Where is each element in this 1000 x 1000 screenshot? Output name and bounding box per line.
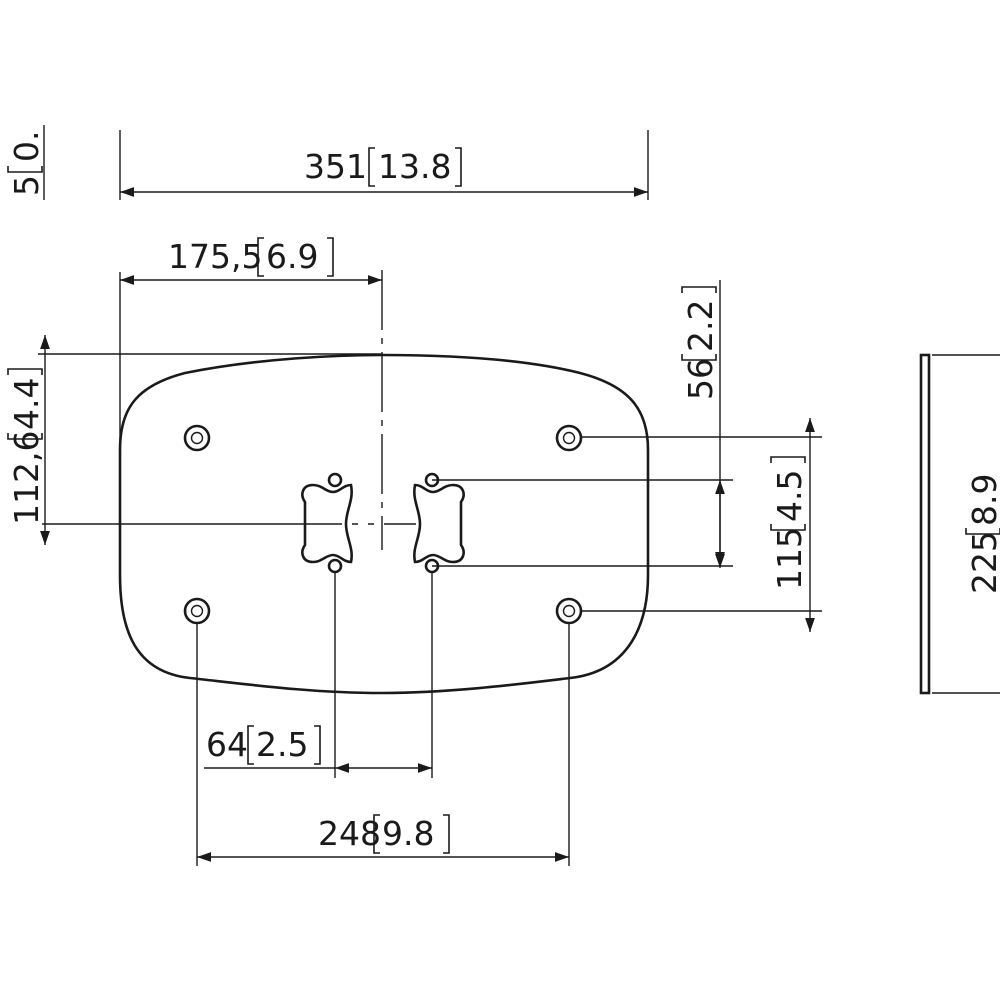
dim-half-height-mm: 112,6: [7, 431, 46, 525]
dim-half-height: 112,6 4.4: [7, 335, 382, 545]
dim-slot-offset-in: 2.2: [681, 300, 720, 352]
dim-thickness: 5 0.: [7, 125, 46, 200]
dim-overall-width: 351 13.8: [119, 130, 649, 200]
dim-hole-pitch-vertical-in: 4.5: [770, 470, 809, 522]
mounting-hole-top-left: [183, 424, 211, 452]
dim-slot-spacing-mm: 64: [206, 725, 248, 764]
dim-slot-offset: 56 2.2: [432, 280, 733, 568]
dim-half-height-in: 4.4: [7, 378, 46, 430]
mounting-hole-bottom-left: [183, 597, 211, 625]
dim-overall-height-mm: 225: [965, 531, 1000, 594]
slot-left: [301, 483, 353, 564]
mounting-hole-top-right: [555, 424, 583, 452]
slot-left-bottom-pin: [327, 558, 343, 574]
dim-overall-width-in: 13.8: [378, 147, 451, 186]
side-profile: [919, 353, 931, 695]
dim-hole-pitch-vertical: 115 4.5: [581, 418, 822, 632]
dim-hole-pitch-vertical-mm: 115: [770, 527, 809, 590]
base-plate-outline: [118, 353, 650, 695]
dim-hole-pitch-horizontal-mm: 248: [318, 814, 381, 853]
slot-left-top-pin: [327, 472, 343, 488]
dim-thickness-mm: 5: [7, 175, 46, 196]
mounting-hole-bottom-right: [555, 597, 583, 625]
dim-overall-width-mm: 351: [304, 147, 367, 186]
dim-slot-offset-mm: 56: [681, 358, 720, 400]
dim-hole-pitch-horizontal-in: 9.8: [382, 814, 434, 853]
dim-half-width-in: 6.9: [266, 237, 318, 276]
dim-half-width-mm: 175,5: [168, 237, 262, 276]
dim-slot-spacing-in: 2.5: [256, 725, 308, 764]
dim-half-width: 175,5 6.9: [119, 237, 382, 522]
dim-overall-height: 225 8.9: [965, 474, 1000, 594]
dim-thickness-in: 0.: [7, 131, 46, 163]
dim-slot-spacing: 64 2.5: [204, 572, 433, 778]
dim-hole-pitch-horizontal: 248 9.8: [196, 623, 570, 866]
dim-overall-height-in: 8.9: [965, 474, 1000, 526]
slot-right: [413, 483, 465, 564]
